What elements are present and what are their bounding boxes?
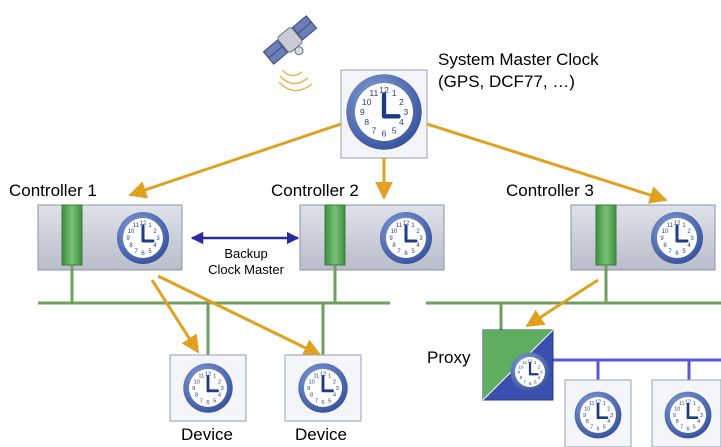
- controller-2-label: Controller 2: [271, 181, 359, 200]
- device-2: [284, 354, 362, 422]
- backup-label-line1: Backup: [224, 246, 268, 261]
- proxy-node: [482, 329, 554, 401]
- controller-2: [299, 204, 445, 271]
- controller-1: [37, 204, 183, 271]
- sync-arrow-controller3-to-proxy: [525, 278, 599, 328]
- controller-3-label: Controller 3: [506, 181, 594, 200]
- master-clock-label-line2: (GPS, DCF77, …): [438, 72, 575, 91]
- right-bus: [426, 265, 721, 330]
- device-4: [651, 379, 721, 447]
- device-2-label: Device: [295, 425, 347, 444]
- backup-label-line2: Clock Master: [208, 262, 284, 277]
- master-clock-label-line1: System Master Clock: [438, 50, 599, 69]
- sync-arrows: [128, 122, 668, 204]
- controller-3-module: [595, 204, 617, 266]
- sync-arrow-controller1-to-device1: [150, 279, 200, 354]
- master-clock: [340, 69, 428, 159]
- device-1-label: Device: [181, 425, 233, 444]
- controller-1-module: [61, 204, 83, 266]
- device-sync-arrows: [150, 274, 599, 357]
- blue-bus: [553, 358, 721, 380]
- device-3: [564, 379, 632, 447]
- controller-1-label: Controller 1: [9, 181, 97, 200]
- left-bus: [38, 265, 390, 355]
- sync-arrow-master-to-controller3: [426, 122, 668, 204]
- signal-waves-icon: [278, 69, 313, 92]
- controller-2-module: [324, 204, 346, 266]
- sync-arrow-master-to-controller1: [128, 122, 342, 199]
- device-1: [169, 354, 247, 422]
- satellite-icon: [262, 15, 318, 65]
- proxy-label: Proxy: [427, 348, 471, 367]
- controller-3: [570, 204, 716, 271]
- sync-arrow-controller1-to-device2: [157, 274, 322, 357]
